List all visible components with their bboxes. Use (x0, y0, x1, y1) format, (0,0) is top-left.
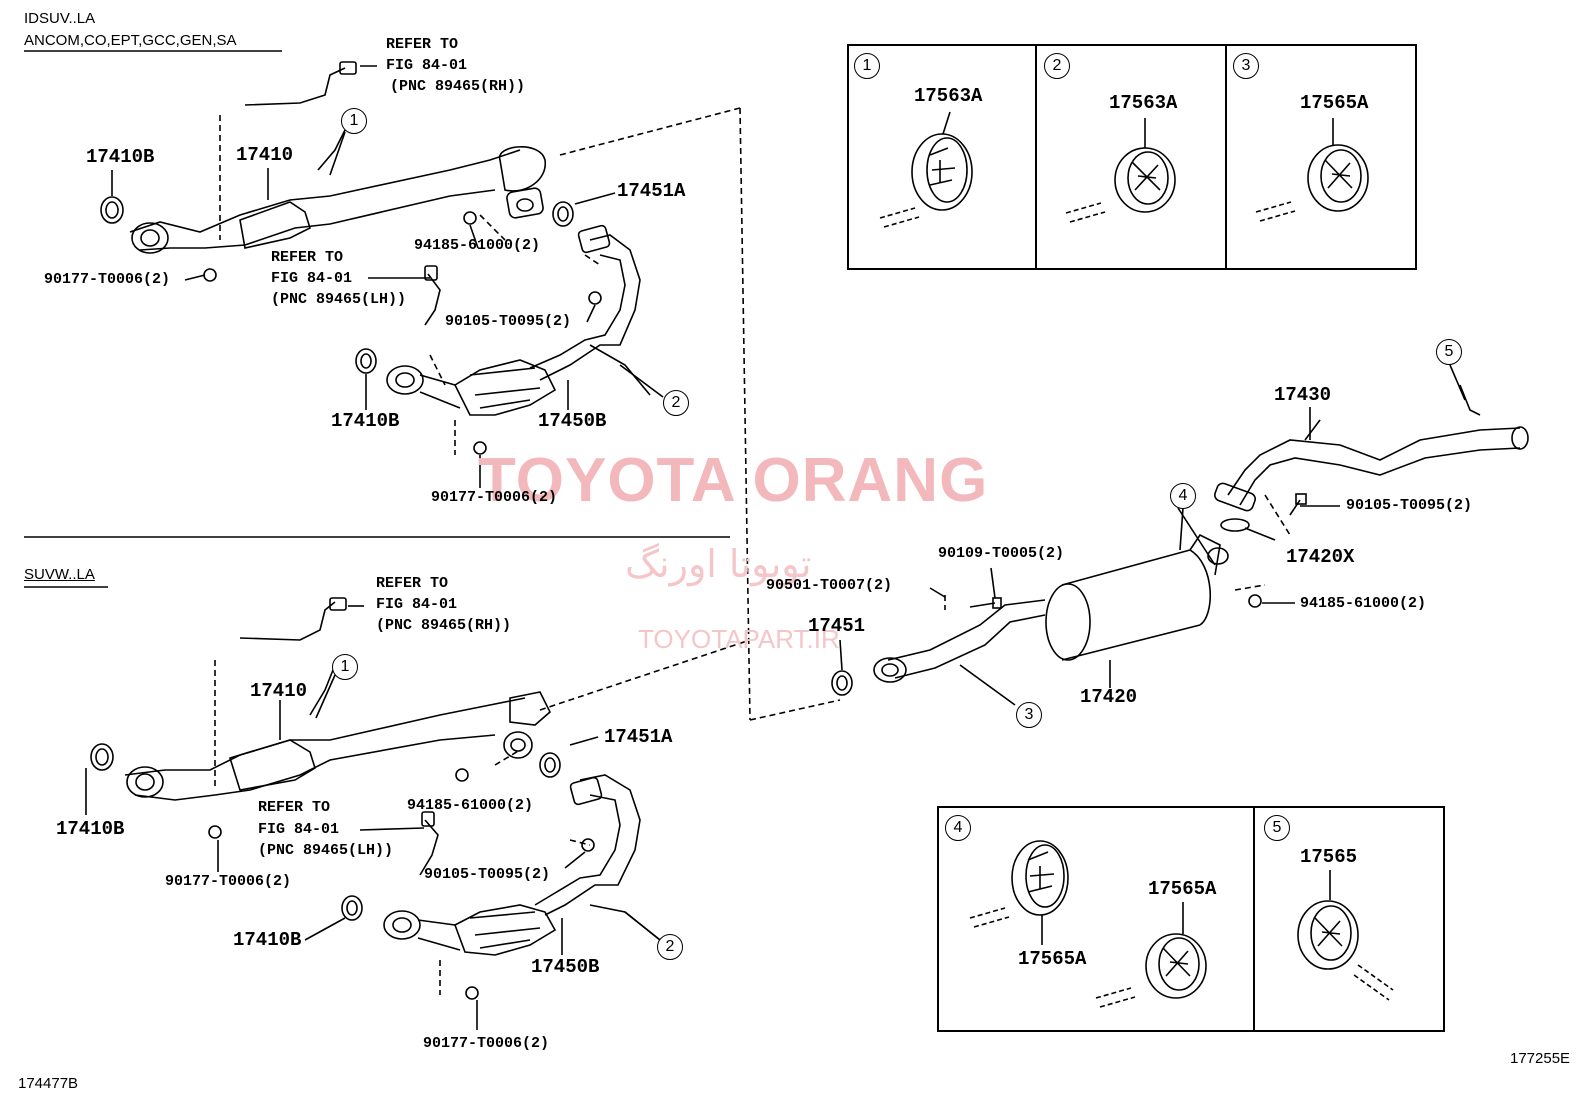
part-label-90177: 90177-T0006(2) (431, 489, 558, 506)
refer-label: (PNC 89465(LH)) (258, 842, 394, 859)
isolator-box-bottom (937, 806, 1445, 1032)
part-label-17563A: 17563A (914, 85, 983, 107)
box-callout-3: 3 (1233, 53, 1259, 79)
part-label-17563A: 17563A (1109, 92, 1178, 114)
refer-label: (PNC 89465(RH)) (390, 78, 526, 95)
callout-1: 1 (341, 108, 367, 134)
part-label-17420: 17420 (1080, 686, 1138, 708)
refer-label: FIG 84-01 (376, 596, 458, 613)
callout-5: 5 (1436, 339, 1462, 365)
part-label-17451A: 17451A (604, 726, 673, 748)
part-label-17410B: 17410B (331, 410, 400, 432)
watermark-persian: تویوتا اورنگ (625, 542, 812, 586)
part-label-90105: 90105-T0095(2) (445, 313, 572, 330)
figure-code-right: 177255E (1510, 1050, 1571, 1067)
refer-label: REFER TO (376, 575, 449, 592)
watermark-brand: TOYOTA ORANG (478, 446, 989, 515)
part-label-17410: 17410 (250, 680, 308, 702)
part-label-90177: 90177-T0006(2) (165, 873, 292, 890)
part-label-17451A: 17451A (617, 180, 686, 202)
part-label-90177: 90177-T0006(2) (44, 271, 171, 288)
box-divider (1225, 44, 1227, 268)
callout-4: 4 (1170, 483, 1196, 509)
part-label-17410: 17410 (236, 144, 294, 166)
part-label-17565A: 17565A (1300, 92, 1369, 114)
part-label-94185: 94185-61000(2) (407, 797, 534, 814)
region-label-top: ANCOM,CO,EPT,GCC,GEN,SA (24, 32, 237, 49)
part-label-90177: 90177-T0006(2) (423, 1035, 550, 1052)
callout-2: 2 (657, 934, 683, 960)
refer-label: FIG 84-01 (271, 270, 353, 287)
figure-code-left: 174477B (18, 1075, 79, 1092)
refer-label: REFER TO (258, 799, 331, 816)
part-label-17565A: 17565A (1018, 948, 1087, 970)
refer-label: REFER TO (386, 36, 459, 53)
refer-label: (PNC 89465(RH)) (376, 617, 512, 634)
isolator-box-top (847, 44, 1417, 270)
box-callout-5: 5 (1264, 815, 1290, 841)
part-label-90105: 90105-T0095(2) (1346, 497, 1473, 514)
part-label-17565: 17565 (1300, 846, 1358, 868)
part-label-17410B: 17410B (233, 929, 302, 951)
callout-2: 2 (663, 390, 689, 416)
part-label-17565A: 17565A (1148, 878, 1217, 900)
box-divider (1253, 806, 1255, 1030)
watermark-site: TOYOTAPART.IR (638, 624, 840, 654)
variant-label-bottom: SUVW..LA (24, 566, 95, 583)
part-label-17430: 17430 (1274, 384, 1332, 406)
part-label-90501: 90501-T0007(2) (766, 577, 893, 594)
part-label-17420X: 17420X (1286, 546, 1355, 568)
box-divider (1035, 44, 1037, 268)
variant-label-top: IDSUV..LA (24, 10, 96, 27)
box-callout-4: 4 (945, 815, 971, 841)
part-label-17450B: 17450B (531, 956, 600, 978)
part-label-90105: 90105-T0095(2) (424, 866, 551, 883)
part-label-17410B: 17410B (56, 818, 125, 840)
part-label-90109: 90109-T0005(2) (938, 545, 1065, 562)
box-callout-1: 1 (854, 53, 880, 79)
refer-label: (PNC 89465(LH)) (271, 291, 407, 308)
part-label-94185: 94185-61000(2) (414, 237, 541, 254)
part-label-17450B: 17450B (538, 410, 607, 432)
callout-1: 1 (332, 654, 358, 680)
refer-label: FIG 84-01 (386, 57, 468, 74)
isolator-icon (879, 133, 973, 228)
box-callout-2: 2 (1044, 53, 1070, 79)
part-label-17410B: 17410B (86, 146, 155, 168)
callout-3: 3 (1016, 702, 1042, 728)
gasket (100, 196, 124, 224)
refer-label: FIG 84-01 (258, 821, 340, 838)
part-label-94185: 94185-61000(2) (1300, 595, 1427, 612)
part-label-17451: 17451 (808, 615, 866, 637)
refer-label: REFER TO (271, 249, 344, 266)
